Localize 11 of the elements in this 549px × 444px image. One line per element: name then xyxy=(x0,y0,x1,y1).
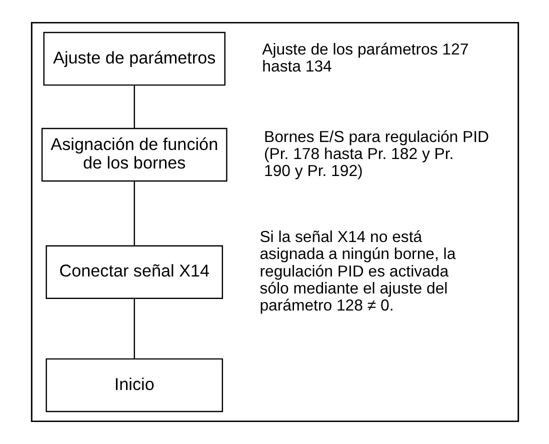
node-box: Inicio xyxy=(45,358,223,412)
cluster xyxy=(30,22,519,422)
node-box: Asignación de función de los bornes xyxy=(40,128,227,182)
connector xyxy=(133,85,134,128)
node-label: Ajuste de los parámetros 127 hasta 134 xyxy=(262,41,468,76)
connector xyxy=(133,181,134,246)
node-box: Ajuste de parámetros xyxy=(42,32,225,86)
node-label: Si la señal X14 no está asignada a ningún borne, la regulación PID es activada sólo mediante el ajuste del parámetro 128 ≠ 0. xyxy=(259,229,456,315)
node-box: Conectar señal X14 xyxy=(45,245,223,300)
connector xyxy=(133,298,134,359)
node-label: Bornes E/S para regulación PID (Pr. 178 hasta Pr. 182 y Pr. 190 y Pr. 192) xyxy=(263,128,489,180)
